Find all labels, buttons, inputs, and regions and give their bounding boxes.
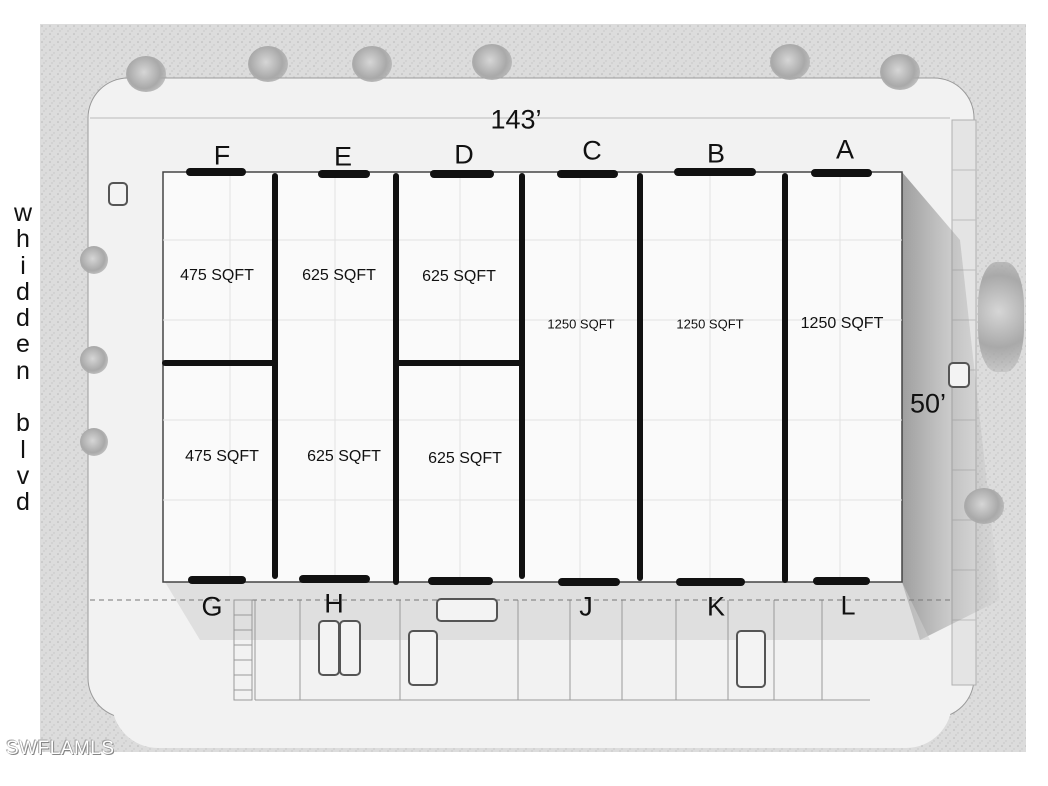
hatched-walkway: [233, 599, 253, 701]
road-letter: v: [16, 461, 30, 490]
door-label-f: F: [213, 140, 231, 171]
door-label-e: E: [333, 141, 353, 172]
car-icon: [408, 630, 438, 686]
road-name-vertical: w h i d d e n b l v d: [10, 200, 36, 516]
road-letter: h: [16, 225, 30, 254]
unit-area-e-upper: 625 SQFT: [302, 267, 376, 284]
tree-icon: [352, 46, 392, 82]
tree-icon: [80, 346, 108, 374]
car-icon: [736, 630, 766, 688]
top-door-bars: [186, 168, 872, 178]
door-label-k: K: [706, 591, 726, 622]
door-label-l: L: [840, 590, 856, 621]
road-letter-gap: [10, 384, 36, 410]
road-letter: w: [13, 199, 33, 227]
tree-icon: [80, 246, 108, 274]
mls-watermark: SWFLAMLS: [6, 738, 115, 759]
road-letter: l: [20, 435, 26, 464]
unit-area-c: 1250 SQFT: [547, 316, 615, 332]
road-letter: e: [16, 330, 30, 359]
car-icon: [339, 620, 361, 676]
bottom-door-bars: [188, 575, 870, 586]
tree-icon: [248, 46, 288, 82]
tree-icon: [978, 262, 1024, 372]
car-icon: [318, 620, 340, 676]
door-label-d: D: [454, 139, 474, 170]
unit-area-b: 1250 SQFT: [676, 316, 744, 332]
depth-dimension: 50’: [909, 388, 947, 419]
car-icon: [108, 182, 128, 206]
unit-area-f-upper: 475 SQFT: [180, 267, 254, 284]
unit-area-e-lower: 625 SQFT: [307, 448, 381, 465]
unit-area-f-lower: 475 SQFT: [185, 448, 259, 465]
width-dimension: 143’: [490, 104, 542, 135]
tree-icon: [964, 488, 1004, 524]
road-letter: b: [16, 409, 30, 438]
tree-icon: [80, 428, 108, 456]
road-letter: d: [16, 488, 30, 517]
unit-area-a: 1250 SQFT: [800, 315, 884, 332]
building-shadow: [902, 172, 1000, 640]
tree-icon: [126, 56, 166, 92]
door-label-c: C: [582, 135, 602, 166]
door-label-j: J: [579, 591, 593, 622]
unit-area-d-upper: 625 SQFT: [422, 268, 496, 285]
road-letter: n: [16, 356, 30, 385]
interior-grid: [163, 172, 902, 582]
tree-icon: [472, 44, 512, 80]
parking-stalls: [254, 600, 870, 701]
door-label-b: B: [706, 138, 726, 169]
tree-icon: [770, 44, 810, 80]
tree-icon: [880, 54, 920, 90]
door-label-h: H: [324, 588, 344, 619]
building-shadow-bottom: [165, 582, 930, 640]
door-label-g: G: [201, 591, 223, 622]
road-letter: d: [16, 277, 30, 306]
unit-area-d-lower: 625 SQFT: [428, 450, 502, 467]
road-letter: i: [20, 251, 26, 280]
car-icon: [948, 362, 970, 388]
car-icon: [436, 598, 498, 622]
door-label-a: A: [835, 134, 855, 165]
road-letter: d: [16, 304, 30, 333]
demising-walls: [162, 173, 788, 585]
